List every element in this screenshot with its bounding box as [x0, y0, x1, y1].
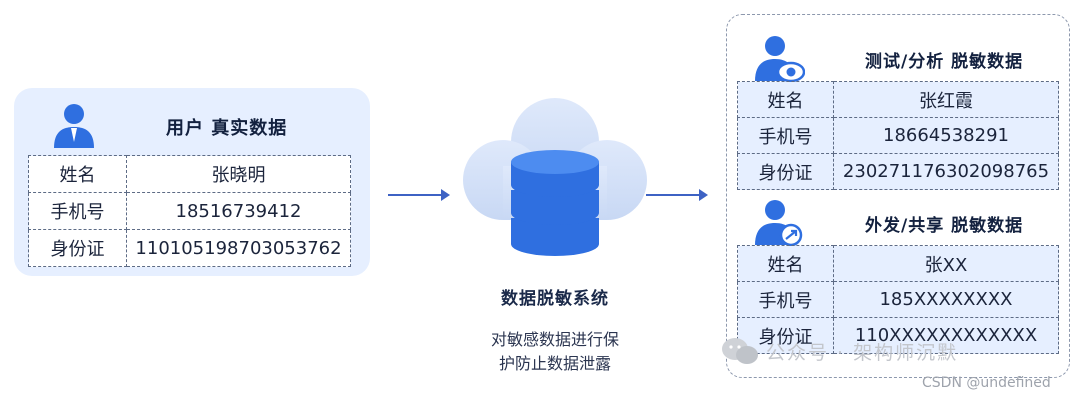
masked-outputs-frame: 测试/分析 脱敏数据 姓名 张红霞 手机号 18664538291 身份证 23…	[726, 14, 1070, 378]
row-value: 张红霞	[833, 81, 1059, 118]
flow-arrow-out	[646, 189, 708, 201]
table-row: 身份证 110105198703053762	[28, 229, 351, 267]
row-value: 张XX	[833, 245, 1059, 282]
source-title: 用户 真实数据	[166, 118, 288, 139]
cloud-database-icon	[463, 98, 647, 256]
row-value: 110105198703053762	[126, 229, 351, 267]
row-label: 姓名	[28, 155, 127, 193]
table-row: 手机号 18664538291	[737, 117, 1059, 154]
table-row: 手机号 185XXXXXXXX	[737, 281, 1059, 318]
output-title: 测试/分析 脱敏数据	[865, 52, 1024, 72]
row-value: 18516739412	[126, 192, 351, 230]
row-label: 手机号	[737, 281, 834, 318]
table-row: 姓名 张晓明	[28, 155, 351, 193]
desc-line: 护防止数据泄露	[498, 354, 611, 373]
watermark-csdn: CSDN @undefined	[922, 375, 1051, 391]
desc-line: 对敏感数据进行保	[490, 330, 619, 349]
flow-arrow-in	[388, 189, 450, 201]
system-title: 数据脱敏系统	[501, 289, 609, 309]
row-value: 18664538291	[833, 117, 1059, 154]
row-label: 姓名	[737, 81, 834, 118]
row-value: 110XXXXXXXXXXXX	[833, 317, 1059, 354]
row-value: 张晓明	[126, 155, 351, 193]
table-row: 姓名 张红霞	[737, 81, 1059, 118]
source-table: 姓名 张晓明 手机号 18516739412 身份证 1101051987030…	[28, 155, 351, 267]
output-table-test: 姓名 张红霞 手机号 18664538291 身份证 2302711763020…	[737, 81, 1059, 190]
row-label: 手机号	[737, 117, 834, 154]
database-icon	[511, 150, 599, 256]
row-label: 身份证	[737, 153, 834, 190]
table-row: 身份证 230271176302098765	[737, 153, 1059, 190]
output-table-share: 姓名 张XX 手机号 185XXXXXXXX 身份证 110XXXXXXXXXX…	[737, 245, 1059, 354]
table-row: 身份证 110XXXXXXXXXXXX	[737, 317, 1059, 354]
row-label: 姓名	[737, 245, 834, 282]
source-data-card: 用户 真实数据 姓名 张晓明 手机号 18516739412 身份证 11010…	[14, 88, 370, 276]
system-description: 对敏感数据进行保 护防止数据泄露	[470, 328, 640, 376]
wechat-logo-icon	[722, 338, 758, 364]
output-title: 外发/共享 脱敏数据	[865, 216, 1024, 236]
user-share-icon	[755, 200, 803, 247]
table-row: 姓名 张XX	[737, 245, 1059, 282]
user-eye-icon	[755, 36, 805, 83]
row-value: 185XXXXXXXX	[833, 281, 1059, 318]
row-label: 身份证	[737, 317, 834, 354]
table-row: 手机号 18516739412	[28, 192, 351, 230]
user-icon	[54, 104, 94, 148]
row-value: 230271176302098765	[833, 153, 1059, 190]
row-label: 身份证	[28, 229, 127, 267]
watermark-text: 公众号 · 架构师沉默	[766, 342, 959, 364]
row-label: 手机号	[28, 192, 127, 230]
